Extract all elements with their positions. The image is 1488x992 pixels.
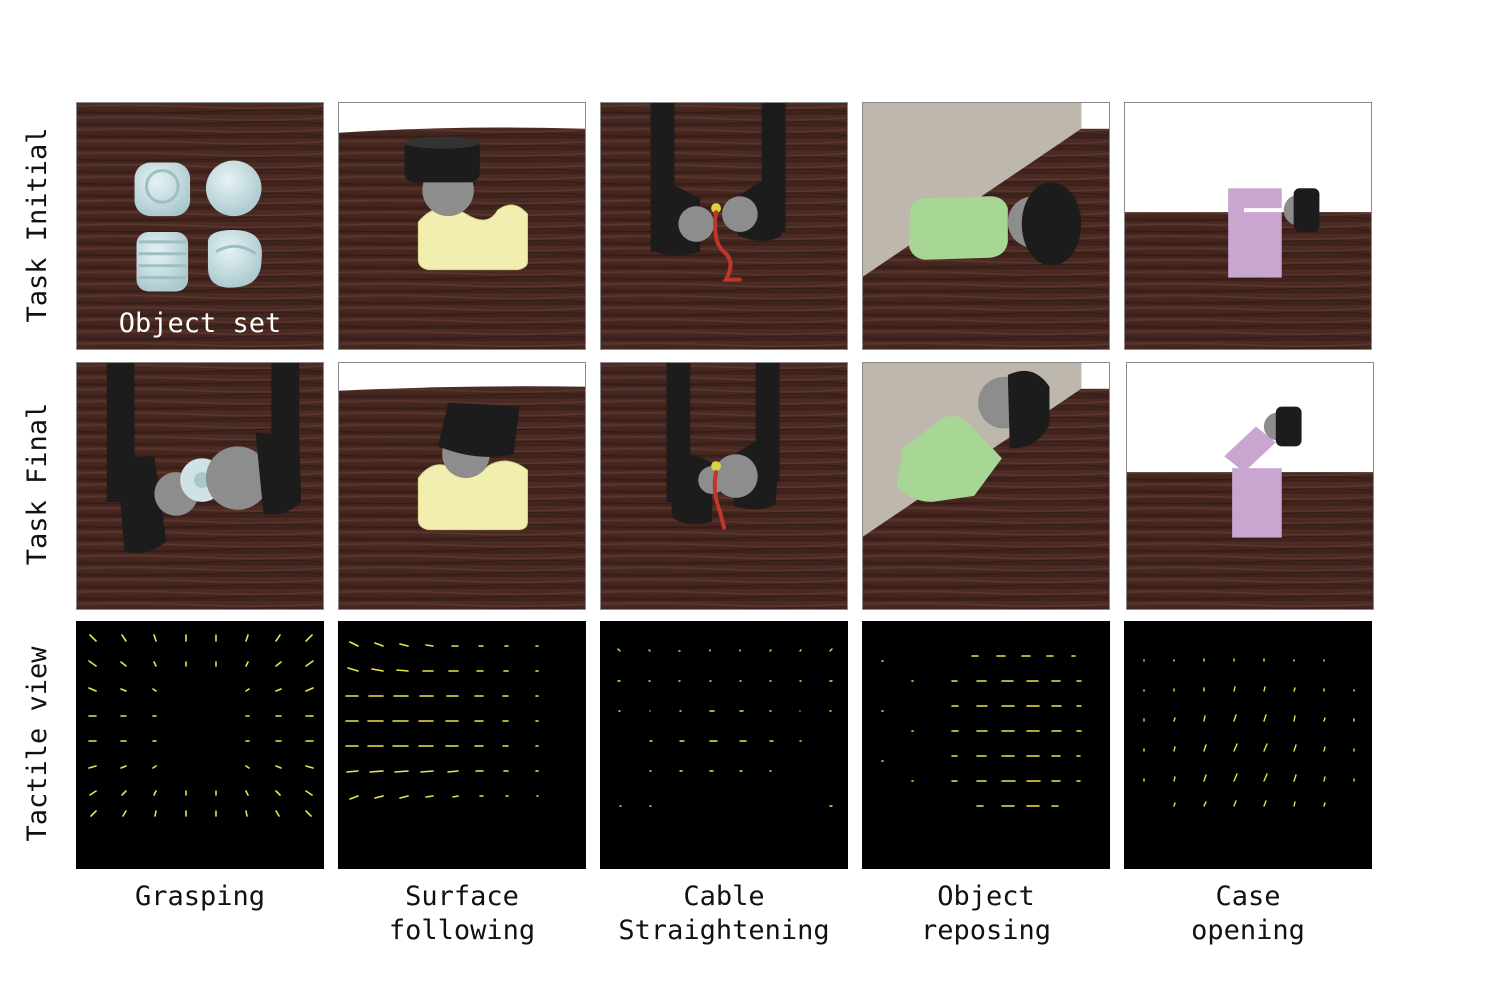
case-opening-tactile-view — [1124, 621, 1372, 869]
grasping-tactile-view — [76, 621, 324, 869]
surface-following-initial-image — [338, 102, 586, 350]
column-label-cable-straightening: Cable Straightening — [618, 881, 830, 946]
object-reposing-initial-image — [862, 102, 1110, 350]
row-label-task-initial: Task Initial — [22, 127, 53, 323]
case-opening-initial-image — [1124, 102, 1372, 350]
surface-following-final-image — [338, 362, 586, 610]
cable-straightening-tactile-view — [600, 621, 848, 869]
object-set-illustration — [77, 103, 323, 349]
object-set-caption: Object set — [118, 308, 282, 339]
row-label-task-final: Task Final — [22, 402, 53, 566]
case-opening-final-image — [1126, 362, 1374, 610]
grasping-final-image — [76, 362, 324, 610]
object-reposing-tactile-view — [862, 621, 1110, 869]
column-label-case-opening: Case opening — [1191, 881, 1305, 946]
cable-straightening-initial-image — [600, 102, 848, 350]
surface-following-tactile-view — [338, 621, 586, 869]
row-label-tactile-view: Tactile view — [22, 646, 53, 842]
object-reposing-final-image — [862, 362, 1110, 610]
column-label-surface-following: Surface following — [388, 881, 536, 946]
cable-straightening-final-image — [600, 362, 848, 610]
column-label-object-reposing: Object reposing — [920, 881, 1052, 946]
column-label-grasping: Grasping — [134, 881, 266, 912]
grasping-initial-image: Object set — [76, 102, 324, 350]
